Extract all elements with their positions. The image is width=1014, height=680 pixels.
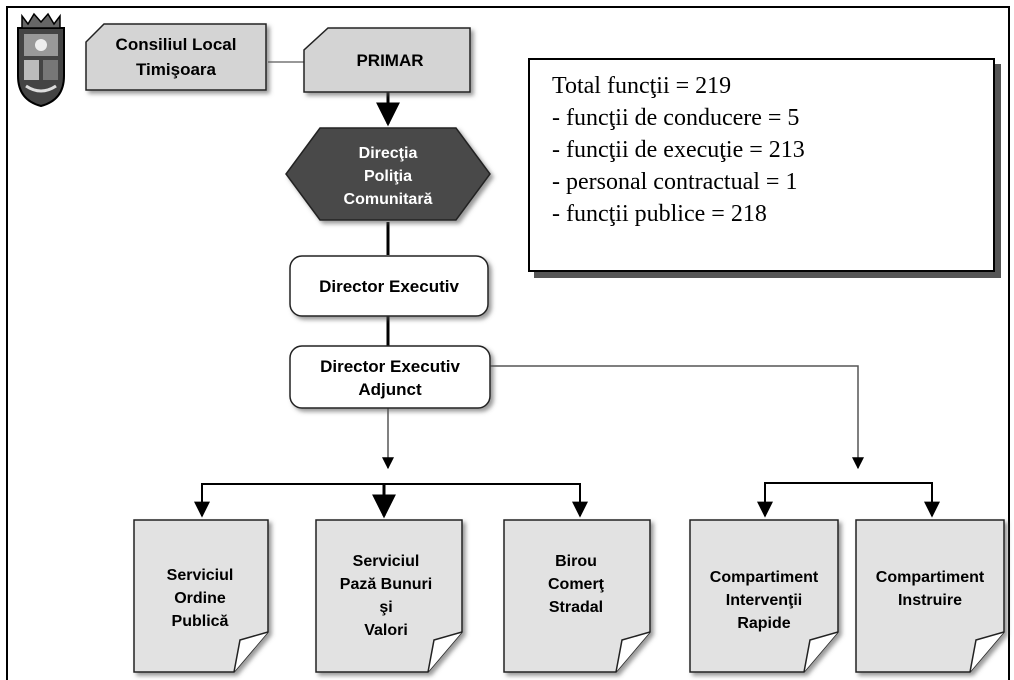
bracket-services (201, 483, 581, 505)
node-serviciul-ordine: Serviciul Ordine Publică (133, 519, 269, 673)
label-adjunct-line1: Director Executiv (320, 357, 460, 376)
label-interventii-line2: Intervenţii (726, 592, 802, 609)
label-birou-line2: Comerţ (548, 576, 605, 593)
label-interventii-line1: Compartiment (710, 569, 819, 586)
label-ordine-line2: Ordine (174, 590, 226, 607)
label-directia-line2: Poliţia (364, 168, 412, 185)
node-director-adjunct: Director Executiv Adjunct (289, 345, 491, 409)
label-paza-line3: şi (379, 599, 392, 616)
node-director-executiv: Director Executiv (289, 255, 489, 317)
node-comp-instruire: Compartiment Instruire (855, 519, 1005, 673)
label-ordine-line1: Serviciul (167, 567, 234, 584)
stat-conducere: - funcţii de conducere = 5 (552, 105, 800, 131)
label-birou-line3: Stradal (549, 599, 603, 616)
label-paza-line2: Pază Bunuri (340, 576, 432, 593)
label-director-executiv: Director Executiv (319, 277, 459, 296)
label-consiliu-line1: Consiliul Local (116, 35, 237, 54)
node-birou-comert: Birou Comerţ Stradal (503, 519, 651, 673)
page-frame (6, 6, 1010, 680)
label-adjunct-line2: Adjunct (358, 380, 422, 399)
label-instruire-line1: Compartiment (876, 569, 985, 586)
node-serviciul-paza: Serviciul Pază Bunuri şi Valori (315, 519, 463, 673)
stat-publice: - funcţii publice = 218 (552, 201, 767, 227)
node-comp-interventii: Compartiment Intervenţii Rapide (689, 519, 839, 673)
label-directia-line3: Comunitară (344, 191, 433, 208)
bracket-compartments (764, 482, 933, 505)
node-directia: Direcţia Poliţia Comunitară (285, 127, 491, 221)
label-paza-line1: Serviciul (353, 553, 420, 570)
coat-of-arms-icon (17, 12, 65, 108)
node-primar: PRIMAR (303, 27, 471, 93)
connectors (194, 61, 940, 519)
label-birou-line1: Birou (555, 553, 597, 570)
node-consiliu-local: Consiliul Local Timişoara (85, 23, 267, 91)
stat-contractual: - personal contractual = 1 (552, 169, 798, 195)
label-consiliu-line2: Timişoara (136, 60, 217, 79)
label-paza-line4: Valori (364, 622, 408, 639)
stat-executie: - funcţii de execuţie = 213 (552, 137, 805, 163)
label-ordine-line3: Publică (172, 613, 229, 630)
label-instruire-line2: Instruire (898, 592, 962, 609)
label-interventii-line3: Rapide (737, 615, 790, 632)
label-directia-line1: Direcţia (359, 145, 418, 162)
label-primar: PRIMAR (356, 51, 423, 70)
stat-total: Total funcţii = 219 (552, 73, 732, 99)
stats-box: Total funcţii = 219 - funcţii de conduce… (528, 58, 995, 272)
connector-adjunct-compartments (490, 365, 864, 470)
